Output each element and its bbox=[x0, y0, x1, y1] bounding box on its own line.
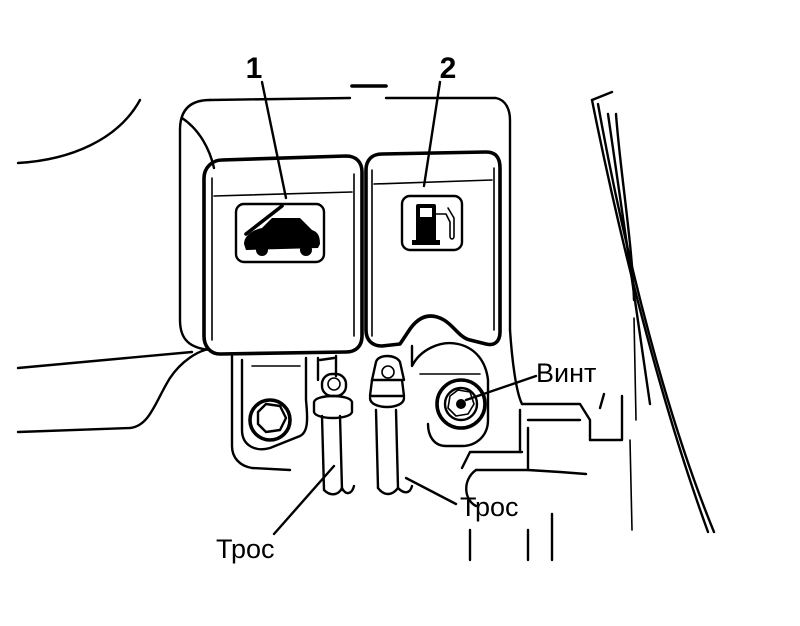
hood-release-lever bbox=[202, 154, 364, 356]
left-mounting-tab bbox=[240, 356, 309, 451]
fuel-door-release-lever bbox=[364, 150, 502, 348]
right-mounting-tab bbox=[410, 341, 490, 448]
left-bolt-icon bbox=[248, 398, 292, 442]
car-hood-open-icon bbox=[234, 202, 326, 264]
right-cable-label: Трос bbox=[460, 492, 519, 522]
screw-icon bbox=[435, 378, 487, 430]
callout-number-1: 1 bbox=[246, 52, 263, 85]
callout-number-2: 2 bbox=[440, 52, 457, 85]
right-release-cable bbox=[368, 354, 414, 496]
background-panel-lines bbox=[16, 84, 716, 562]
fuel-pump-icon bbox=[400, 194, 464, 252]
left-cable-label: Трос bbox=[216, 534, 275, 564]
left-release-cable bbox=[312, 354, 356, 496]
screw-label: Винт bbox=[536, 358, 596, 388]
callout-leaders bbox=[260, 80, 538, 536]
